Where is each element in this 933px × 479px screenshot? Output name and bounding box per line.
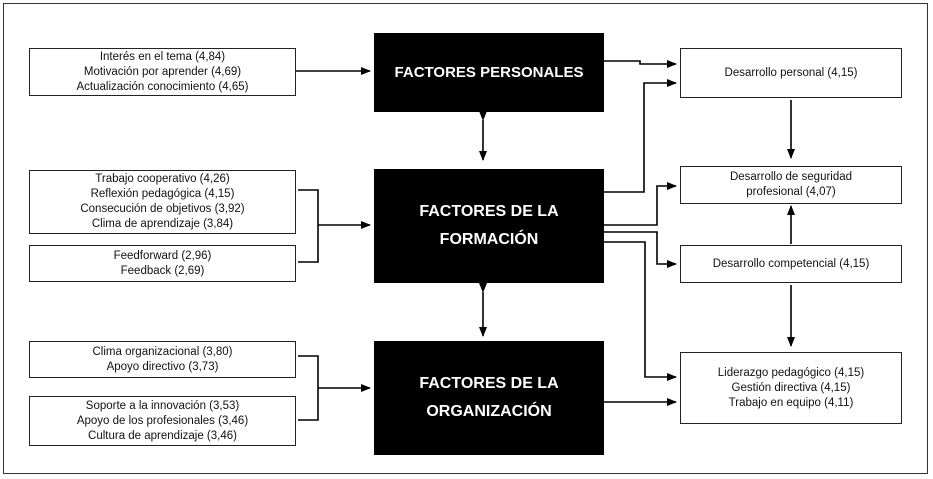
input-box-organizacion-b: Soporte a la innovación (3,53) Apoyo de …: [29, 396, 296, 446]
input-item: Consecución de objetivos (3,92): [80, 203, 245, 215]
factor-label: FACTORES PERSONALES: [394, 64, 584, 81]
input-item: Soporte a la innovación (3,53): [85, 399, 240, 412]
outcome-box-seguridad: Desarrollo de seguridad profesional (4,0…: [680, 166, 902, 204]
arrow-personal-outcome: [604, 60, 677, 68]
input-item: Apoyo directivo (3,73): [106, 360, 219, 373]
factor-box-personal: FACTORES PERSONALES: [374, 33, 604, 112]
input-box-formacion-b: Feedforward (2,96) Feedback (2,69): [29, 245, 296, 282]
factor-label-line: FACTORES DE LA: [419, 203, 559, 220]
bracket-organizacion: [298, 355, 319, 421]
factor-label-line: FORMACIÓN: [439, 231, 539, 248]
outcome-label-line: profesional (4,07): [746, 186, 836, 198]
bracket-formacion: [298, 189, 319, 263]
factor-label-line: ORGANIZACIÓN: [426, 403, 552, 420]
outcome-box-competencial: Desarrollo competencial (4,15): [680, 245, 902, 283]
outcome-label-line: Gestión directiva (4,15): [731, 381, 851, 394]
input-item: Trabajo cooperativo (4,26): [95, 173, 230, 185]
outcome-box-liderazgo: Liderazgo pedagógico (4,15) Gestión dire…: [680, 352, 902, 424]
factor-label-line: FACTORES DE LA: [419, 375, 559, 392]
diagram-frame: [3, 3, 928, 474]
input-box-personal: Interés en el tema (4,84) Motivación por…: [29, 48, 296, 96]
input-item: Actualización conocimiento (4,65): [76, 80, 249, 93]
input-item: Cultura de aprendizaje (3,46): [88, 429, 237, 442]
input-item: Motivación por aprender (4,69): [83, 65, 242, 78]
factor-box-organizacion: FACTORES DE LA ORGANIZACIÓN: [374, 341, 604, 455]
input-box-formacion-a: Trabajo cooperativo (4,26) Reflexión ped…: [29, 170, 296, 234]
input-box-organizacion-a: Clima organizacional (3,80) Apoyo direct…: [29, 341, 296, 378]
outcome-label-line: Trabajo en equipo (4,11): [728, 396, 854, 409]
input-item: Feedback (2,69): [120, 264, 205, 277]
outcome-label-line: Desarrollo de seguridad: [729, 171, 853, 183]
input-item: Clima organizacional (3,80): [92, 345, 233, 358]
outcome-box-desarrollo-personal: Desarrollo personal (4,15): [680, 48, 902, 98]
input-item: Clima de aprendizaje (3,84): [91, 218, 234, 230]
input-item: Feedforward (2,96): [113, 249, 212, 262]
input-item: Interés en el tema (4,84): [99, 50, 226, 63]
input-item: Apoyo de los profesionales (3,46): [76, 414, 249, 427]
outcome-label: Desarrollo personal (4,15): [724, 66, 858, 79]
arrow-formacion-competencial: [604, 231, 677, 268]
input-item: Reflexión pedagógica (4,15): [90, 188, 235, 200]
arrow-formacion-desarrollo-personal: [604, 79, 677, 193]
arrow-formacion-seguridad: [604, 182, 677, 226]
factor-box-formacion: FACTORES DE LA FORMACIÓN: [374, 169, 604, 283]
arrow-formacion-liderazgo: [604, 241, 677, 381]
outcome-label: Desarrollo competencial (4,15): [712, 257, 870, 270]
outcome-label-line: Liderazgo pedagógico (4,15): [717, 366, 865, 379]
